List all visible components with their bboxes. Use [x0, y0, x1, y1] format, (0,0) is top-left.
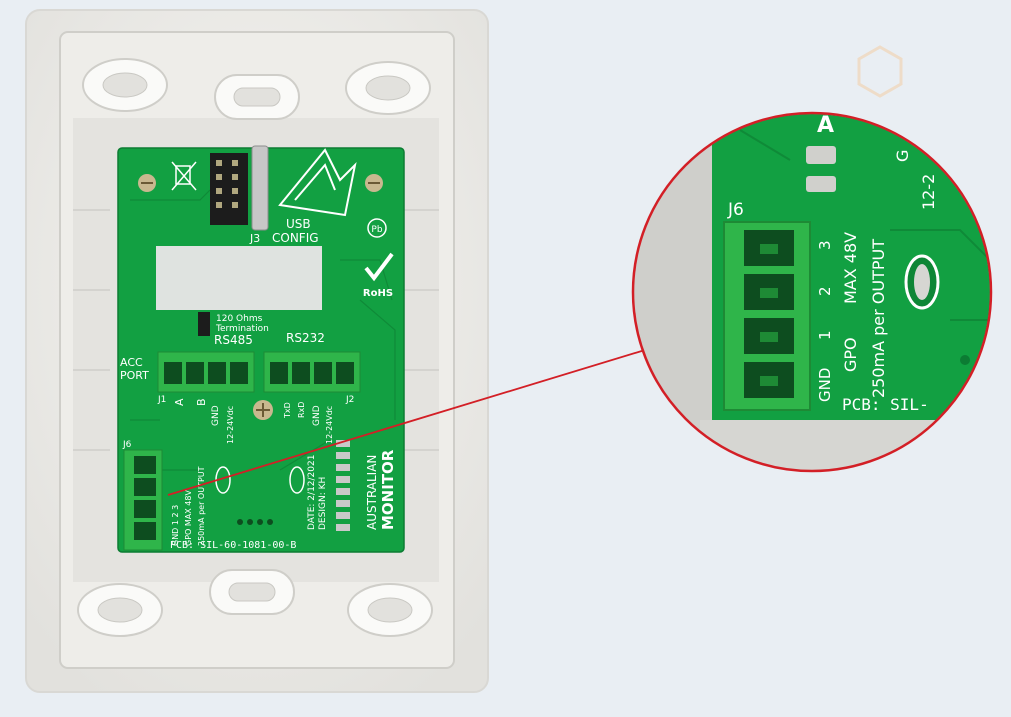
j1-label: J1 [157, 395, 166, 405]
j6-current-label: 250mA per OUTPUT [197, 466, 206, 546]
brand-logo-icon [278, 148, 357, 217]
rohs-label: RoHS [363, 288, 393, 299]
usb-label: USB [286, 217, 311, 231]
date-label: DATE: 2/12/2021 [307, 455, 317, 530]
callout-line [167, 349, 646, 496]
j2-pin-gnd-label: GND [312, 405, 322, 426]
screw-icon [365, 174, 383, 192]
zoom-current-label: 250mA per OUTPUT [869, 239, 888, 398]
svg-text:Pb: Pb [371, 225, 382, 235]
zoom-max-label: MAX 48V [841, 232, 860, 304]
design-label: DESIGN: KH [318, 477, 328, 530]
zoom-gnd-label: GND [816, 368, 834, 402]
mounting-slot-bottom-right [347, 583, 433, 637]
zoom-letter-g: G [893, 150, 912, 162]
termination-jumper [198, 312, 210, 336]
j3-label: J3 [249, 232, 260, 245]
usb-config-header [210, 145, 269, 231]
zoom-pin3-label: 3 [816, 240, 834, 250]
termination-ohms-label: 120 Ohms [216, 314, 263, 324]
zoom-pcb-label: PCB: SIL- [842, 395, 929, 414]
brand-monitor-label: MONITOR [379, 449, 397, 530]
rohs-check-icon [364, 252, 394, 282]
j1-pin-b-label: B [195, 398, 208, 406]
zoom-letter-a: A [817, 113, 834, 138]
zoom-pin1-label: 1 [816, 330, 834, 340]
j1-pin-gnd-label: GND [211, 405, 221, 426]
rs485-label: RS485 [214, 333, 253, 347]
zoom-gpo-label: GPO [841, 337, 860, 372]
termination-label: Termination [215, 324, 269, 334]
zoom-j6-label: J6 [727, 200, 744, 220]
brand-australian-label: AUSTRALIAN [365, 455, 379, 530]
config-label: CONFIG [272, 231, 319, 245]
j2-pin-vdc-label: 12-24Vdc [325, 406, 334, 444]
hexagon-watermark-icon [857, 45, 903, 98]
pcb-code-label: PCB: SIL-60-1081-00-B [170, 540, 296, 551]
zoom-pin2-label: 2 [816, 286, 834, 296]
j6-pins-label: GND 1 2 3 [171, 505, 180, 546]
j2-label: J2 [345, 395, 354, 405]
j1-pin-a-label: A [173, 398, 186, 406]
j6-label: J6 [122, 440, 132, 450]
j2-pin-rxd-label: RxD [297, 402, 306, 418]
port-label: PORT [120, 369, 149, 382]
j6-gpo-label: GPO MAX 48V [184, 490, 193, 546]
rs232-label: RS232 [286, 331, 325, 345]
weee-bin-icon [171, 161, 197, 191]
zoom-magnifier: J6 3 2 1 GND GPO MAX 48V 250mA per OUTPU… [631, 111, 993, 473]
lead-free-icon: Pb [367, 218, 387, 238]
acc-label: ACC [120, 356, 143, 369]
zoom-vdc-label: 12-2 [919, 174, 938, 210]
terminal-block-j2 [263, 351, 361, 393]
mounting-slot-top-left [82, 58, 168, 112]
terminal-block-j6 [123, 449, 163, 551]
mounting-slot-bottom-center [209, 569, 295, 615]
mounting-slot-top-center [214, 74, 300, 120]
mounting-slot-bottom-left [77, 583, 163, 637]
j2-pin-txd-label: TxD [283, 402, 292, 419]
circuit-board: Pb RoHS J3 USB CONFIG 120 Ohms Terminati… [117, 145, 405, 553]
mounting-slot-top-right [345, 61, 431, 115]
screw-icon [253, 400, 273, 420]
j1-pin-vdc-label: 12-24Vdc [226, 406, 235, 444]
screw-icon [138, 174, 156, 192]
terminal-block-j1 [157, 351, 255, 393]
